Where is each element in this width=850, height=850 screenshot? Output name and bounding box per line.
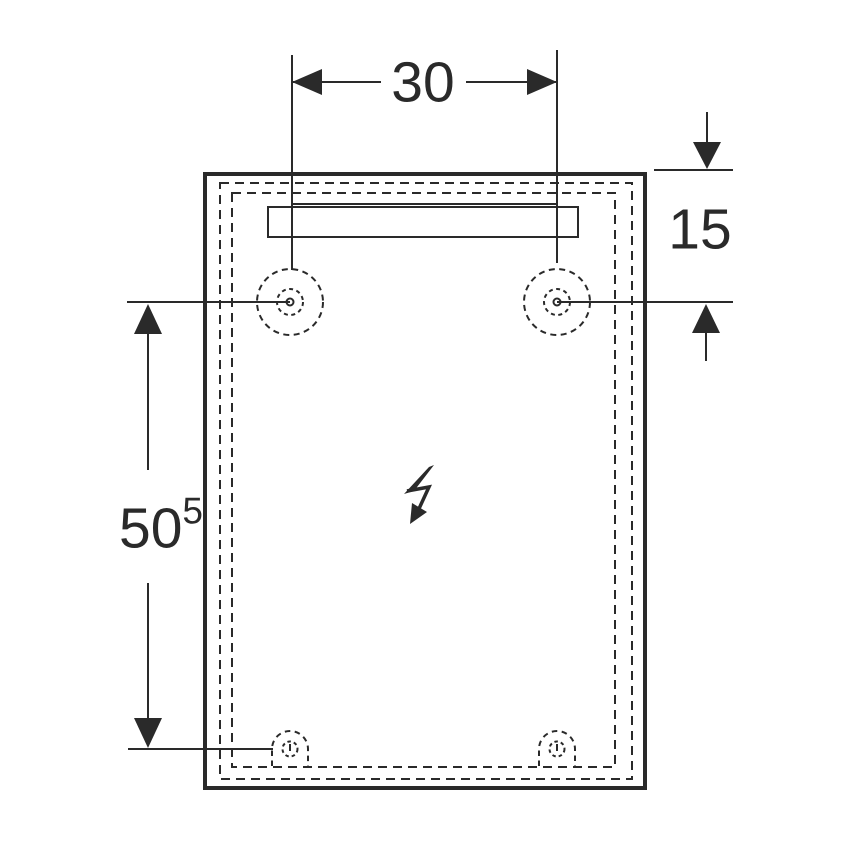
mounting-hole-right-icon bbox=[523, 268, 591, 336]
dimension-left-505 bbox=[127, 301, 290, 750]
cabinet-outline bbox=[203, 172, 647, 790]
dimension-extension-lines bbox=[291, 50, 558, 270]
light-strip-bar bbox=[267, 203, 579, 238]
dimension-label-width: 30 bbox=[391, 54, 454, 112]
keyhole-slot-left-icon bbox=[271, 730, 309, 766]
mounting-hole-left-icon bbox=[256, 268, 324, 336]
dimension-superscript-5: 5 bbox=[182, 490, 203, 532]
dimension-value-30: 30 bbox=[391, 50, 455, 115]
dimension-right-15 bbox=[557, 112, 733, 361]
dimension-label-height: 505 bbox=[119, 493, 203, 558]
lightning-bolt-icon bbox=[404, 465, 434, 524]
dimension-value-15: 15 bbox=[668, 197, 732, 262]
dimension-width-30 bbox=[292, 69, 557, 95]
dimension-value-50: 50 bbox=[119, 496, 183, 561]
keyhole-slot-right-icon bbox=[538, 730, 576, 766]
dimension-label-right-offset: 15 bbox=[668, 201, 731, 259]
